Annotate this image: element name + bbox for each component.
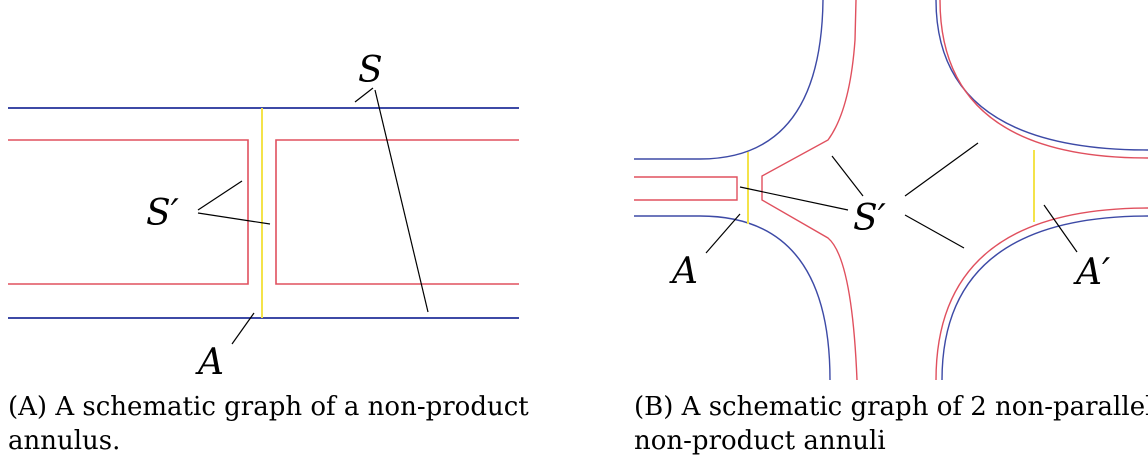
label-a-prime: A′	[1073, 252, 1110, 293]
label-s-prime: S′	[146, 193, 179, 234]
leader-s-prime-left	[197, 180, 243, 211]
caption-b-line-2: non-product annuli	[634, 426, 886, 456]
surface-s-prime-right-lower-curve	[935, 207, 1148, 380]
label-a: A	[195, 342, 224, 380]
leader-s-prime-right	[197, 212, 271, 225]
surface-s-prime-left-stub	[634, 176, 738, 201]
surface-s-upper-left-curve	[634, 0, 824, 160]
label-s-prime: S′	[853, 198, 886, 239]
leader-s-prime-lower-right	[904, 214, 965, 249]
leader-s-top	[354, 87, 374, 103]
caption-b: (B) A schematic graph of 2 non-parallel …	[634, 390, 1148, 458]
caption-a-line-1: (A) A schematic graph of a non-product	[8, 392, 529, 422]
caption-a: (A) A schematic graph of a non-product a…	[8, 390, 529, 458]
leader-s-prime-stub	[739, 186, 849, 211]
surface-s-prime-left-curve	[761, 0, 858, 380]
label-s: S	[358, 50, 383, 91]
leader-a-prime	[1043, 204, 1078, 253]
surface-s-prime-left-bracket	[8, 139, 249, 285]
caption-a-line-2: annulus.	[8, 426, 121, 456]
label-a: A	[669, 251, 698, 292]
figure: S S′ A S′ A A′	[8, 0, 1148, 380]
caption-b-line-1: (B) A schematic graph of 2 non-parallel	[634, 392, 1148, 422]
surface-s-lower-right-curve	[941, 215, 1148, 380]
leader-a	[705, 213, 741, 254]
panel-a-diagram: S S′ A	[8, 50, 519, 380]
surface-s-upper-right-curve	[935, 0, 1148, 151]
leader-a	[231, 312, 255, 345]
surface-s-prime-right-upper-curve	[939, 0, 1148, 159]
panel-b-diagram: S′ A A′	[634, 0, 1148, 380]
leader-s-prime-upper-left	[831, 155, 864, 197]
leader-s-prime-upper-right	[904, 142, 979, 197]
surface-s-prime-right-bracket	[275, 139, 519, 285]
leader-s-right	[374, 89, 429, 313]
surface-s-lower-left-curve	[634, 215, 831, 380]
